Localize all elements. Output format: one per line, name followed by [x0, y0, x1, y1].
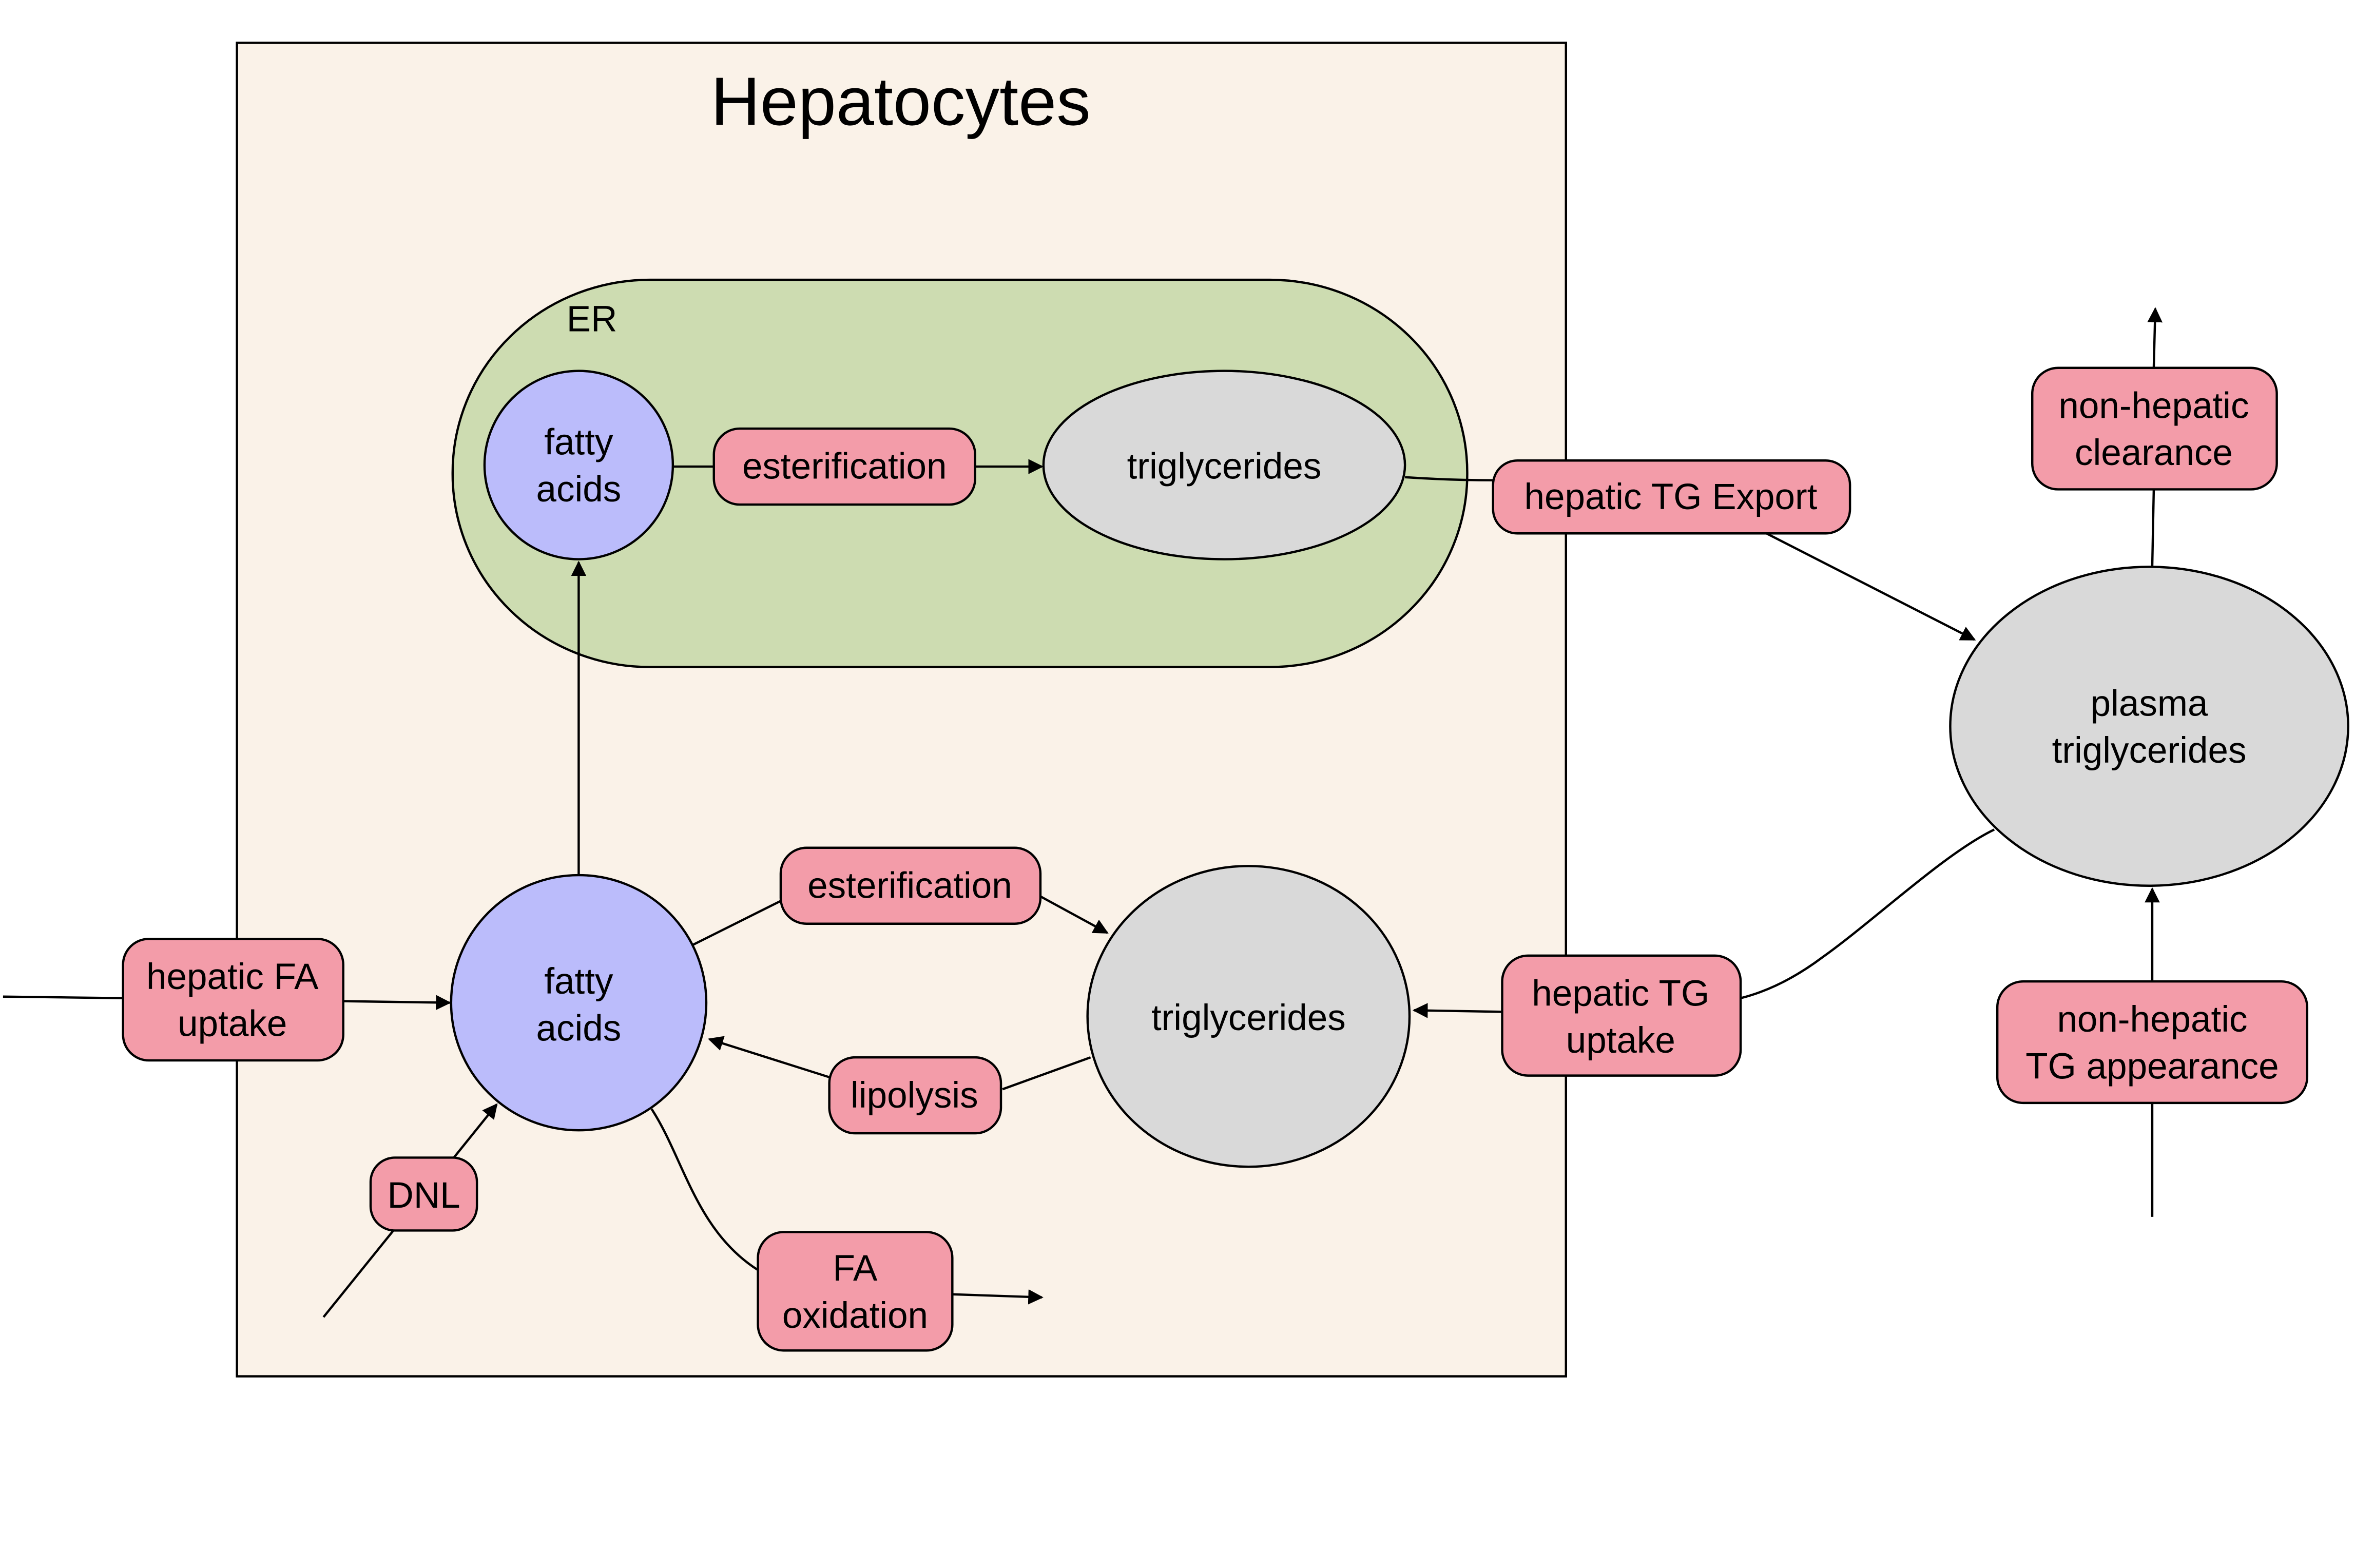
node-plasma-triglycerides-line1: plasma [2091, 683, 2208, 724]
process-dnl: DNL [369, 1156, 478, 1232]
process-non-hepatic-clearance-line1: non-hepatic [2058, 385, 2249, 426]
node-cyto-fatty-acids: fatty acids [450, 874, 708, 1132]
process-hepatic-tg-export: hepatic TG Export [1492, 459, 1851, 535]
process-lipolysis-line1: lipolysis [851, 1075, 978, 1116]
node-cyto-triglycerides-line1: triglycerides [1151, 998, 1346, 1038]
edge-export-to-plasma [1766, 532, 1976, 641]
edge-tg-uptake-to-cyto-tg [1412, 1003, 1502, 1018]
process-er-esterification: esterification [712, 427, 976, 506]
edge-oxidation-out [952, 1289, 1044, 1305]
edge-dnl-to-cyto-fa [452, 1103, 498, 1160]
node-plasma-triglycerides-line2: triglycerides [2052, 730, 2247, 771]
node-er-fatty-acids-line1: fatty [544, 422, 613, 462]
process-hepatic-fa-uptake-line2: uptake [178, 1004, 287, 1044]
process-fa-oxidation: FA oxidation [757, 1231, 954, 1352]
edge-plasma-to-tg-uptake [1740, 828, 1995, 999]
process-fa-oxidation-line1: FA [833, 1248, 878, 1289]
process-hepatic-tg-export-line1: hepatic TG Export [1524, 477, 1817, 517]
hepatocytes-box [236, 42, 1568, 1378]
process-er-esterification-line1: esterification [742, 447, 947, 487]
process-non-hepatic-clearance-line2: clearance [2075, 433, 2233, 473]
node-er-triglycerides-line1: triglycerides [1127, 447, 1322, 487]
process-hepatic-tg-uptake-line2: uptake [1566, 1020, 1675, 1061]
node-er-triglycerides: triglycerides [1042, 370, 1406, 560]
process-hepatic-fa-uptake: hepatic FA uptake [122, 938, 344, 1062]
process-hepatic-tg-uptake-line1: hepatic TG [1532, 974, 1709, 1014]
node-cyto-fatty-acids-line1: fatty [544, 961, 613, 1002]
process-cyto-esterification-line1: esterification [807, 865, 1012, 906]
process-non-hepatic-tg-appearance: non-hepatic TG appearance [1996, 980, 2309, 1105]
process-fa-oxidation-line2: oxidation [782, 1295, 928, 1336]
node-er-fatty-acids: fatty acids [483, 370, 674, 560]
edge-cyto-tg-to-lipolysis [1002, 1056, 1091, 1091]
edge-dnl-in [322, 1230, 395, 1318]
process-cyto-esterification: esterification [779, 846, 1042, 925]
process-non-hepatic-tg-appearance-line1: non-hepatic [2057, 999, 2247, 1040]
edge-fa-uptake-to-fa [343, 995, 451, 1011]
process-hepatic-tg-uptake: hepatic TG uptake [1501, 954, 1742, 1077]
process-lipolysis: lipolysis [828, 1056, 1002, 1135]
edge-lipolysis-to-cyto-fa [708, 1036, 835, 1080]
er-label: ER [567, 299, 617, 340]
process-dnl-line1: DNL [388, 1175, 460, 1216]
node-cyto-triglycerides: triglycerides [1086, 865, 1411, 1168]
process-hepatic-fa-uptake-line1: hepatic FA [146, 957, 319, 997]
edge-er-tg-to-export [1404, 476, 1493, 481]
hepatocytes-title: Hepatocytes [711, 63, 1091, 140]
process-non-hepatic-clearance: non-hepatic clearance [2031, 366, 2278, 491]
process-non-hepatic-tg-appearance-line2: TG appearance [2025, 1047, 2279, 1087]
edge-esterification-to-cyto-tg [1039, 895, 1109, 934]
edge-clearance-out [2147, 307, 2163, 368]
edge-fa-uptake-in [3, 995, 123, 999]
node-cyto-fatty-acids-line2: acids [536, 1009, 622, 1049]
edge-cyto-fa-to-esterification [692, 900, 781, 946]
node-plasma-triglycerides: plasma triglycerides [1949, 566, 2349, 887]
edge-cyto-fa-to-oxidation [650, 1108, 759, 1271]
node-er-fatty-acids-line2: acids [536, 469, 622, 510]
edge-plasma-to-clearance [2151, 489, 2155, 567]
